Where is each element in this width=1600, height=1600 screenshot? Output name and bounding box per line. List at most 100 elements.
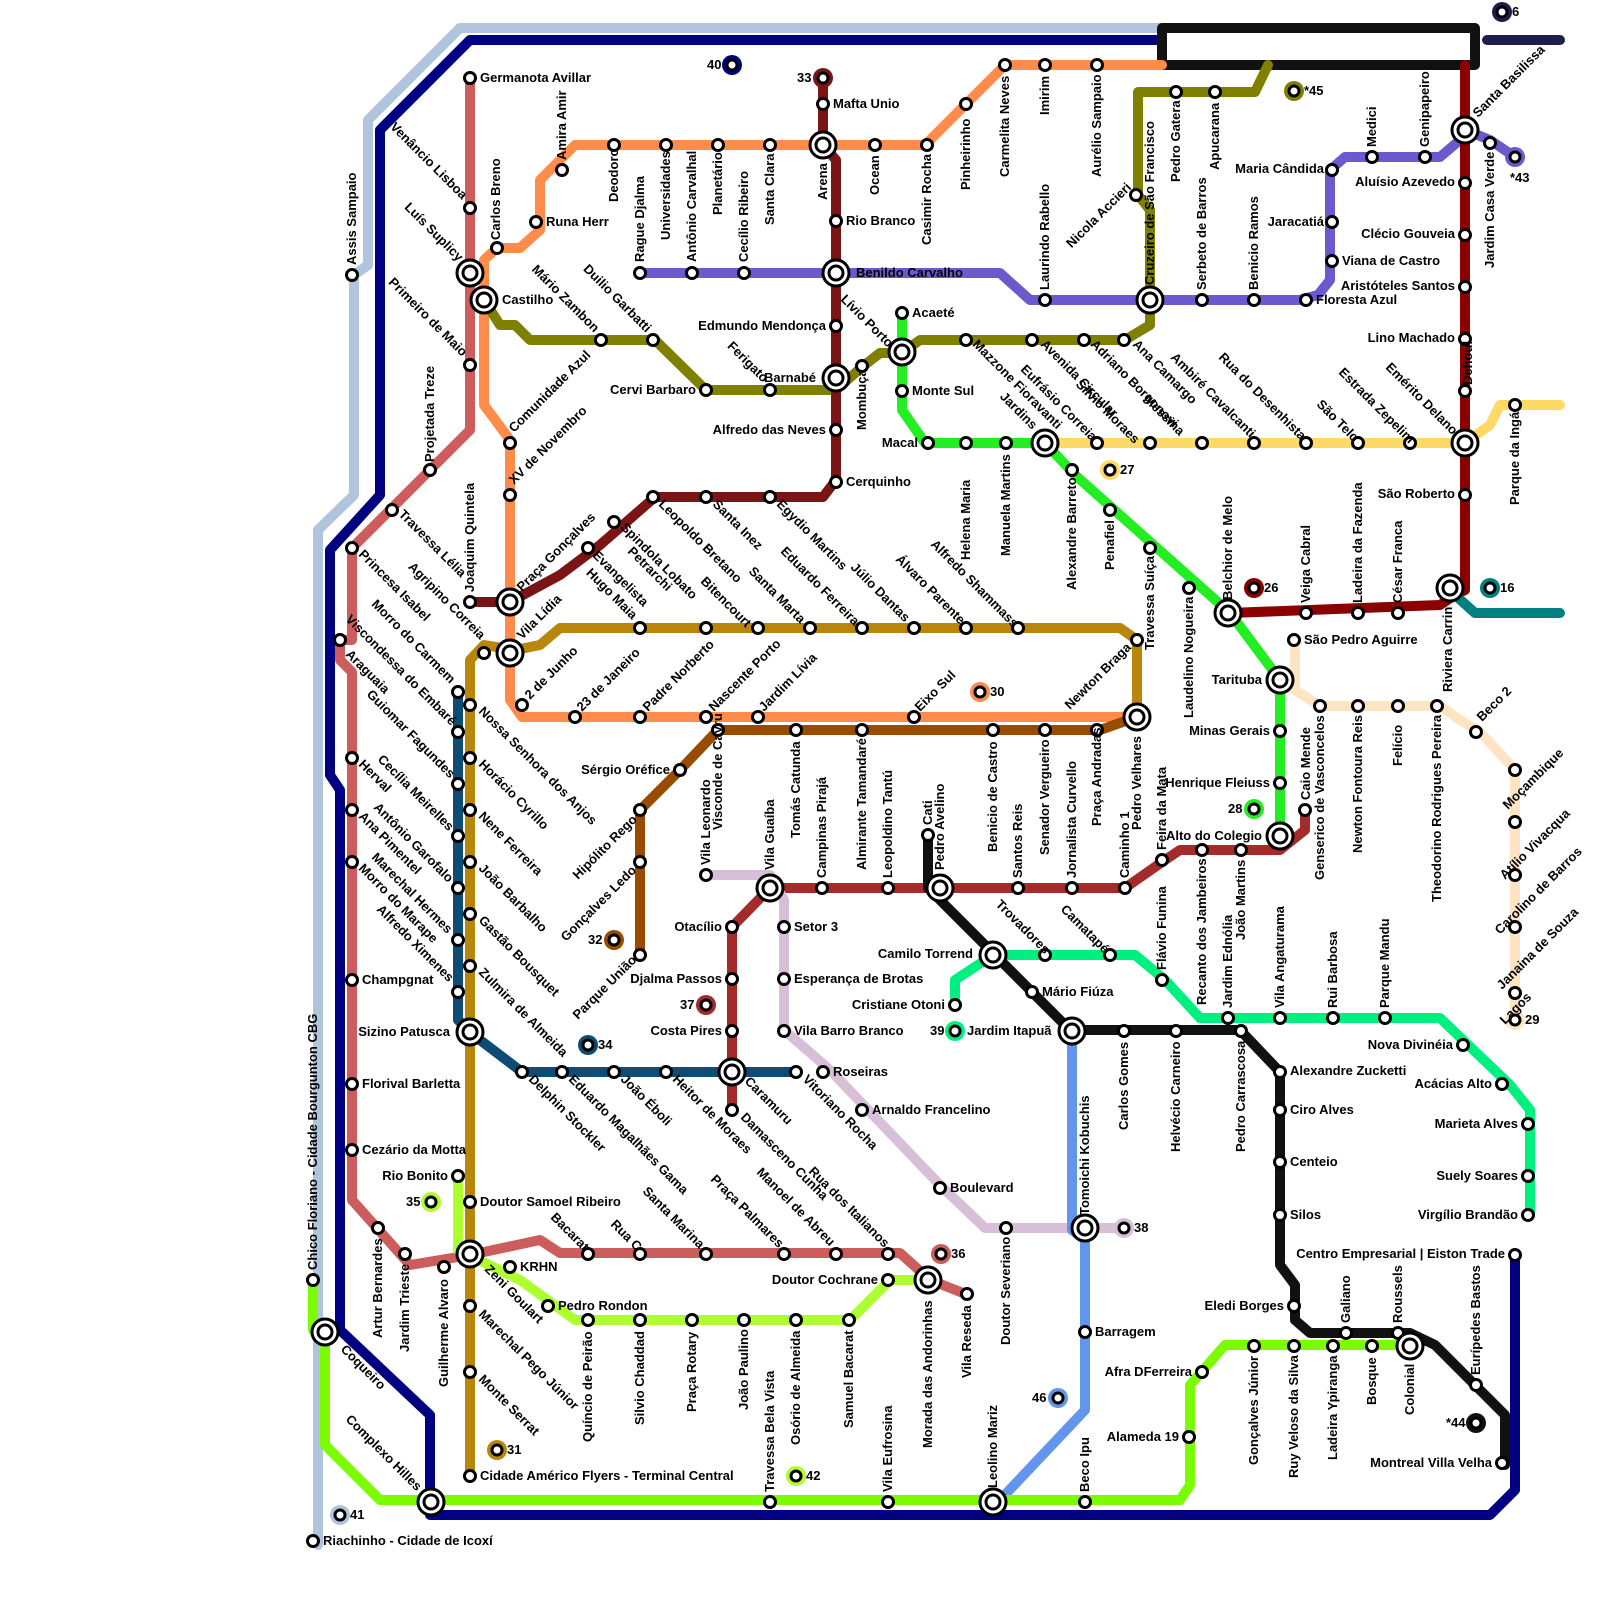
station-laudelino[interactable] <box>1184 583 1195 594</box>
station-doutor_severiano[interactable] <box>1001 1223 1012 1234</box>
station-ruy_veloso[interactable] <box>1289 1341 1300 1352</box>
station-maria_candida[interactable] <box>1327 165 1338 176</box>
station-hipolito[interactable] <box>635 805 646 816</box>
station-mazzone[interactable] <box>961 335 972 346</box>
station-eduardo_ferreira[interactable] <box>805 623 816 634</box>
station-aurelio[interactable] <box>1092 60 1103 71</box>
station-joao_martins[interactable] <box>1236 845 1247 856</box>
station-roseiras[interactable] <box>818 1067 829 1078</box>
station-genserico[interactable] <box>1300 805 1311 816</box>
interchange-vila_guaiba[interactable] <box>757 875 783 901</box>
station-carlos_breno[interactable] <box>492 243 503 254</box>
station-antonio_garofalo-st[interactable] <box>453 831 464 842</box>
station-mario_zambon[interactable] <box>596 335 607 346</box>
station-comunidade[interactable] <box>505 438 516 449</box>
station-horacio[interactable] <box>465 753 476 764</box>
station-samuel[interactable] <box>844 1315 855 1326</box>
station-floresta[interactable] <box>1301 295 1312 306</box>
interchange-jardins[interactable] <box>1032 430 1058 456</box>
station-antonio_carvalhal[interactable] <box>687 268 698 279</box>
station-felicio[interactable] <box>1393 701 1404 712</box>
station-benicio_castro[interactable] <box>988 725 999 736</box>
station-otacilio[interactable] <box>727 922 738 933</box>
station-beco2[interactable] <box>1471 727 1482 738</box>
station-costa_pires[interactable] <box>727 1026 738 1037</box>
interchange-caramuru-hub[interactable] <box>719 1059 745 1085</box>
station-pinheirinho[interactable] <box>961 99 972 110</box>
station-newton_fontoura[interactable] <box>1353 701 1364 712</box>
station-ana_pimentel[interactable] <box>347 805 358 816</box>
station-princesa[interactable] <box>347 543 358 554</box>
station-joao_paulino[interactable] <box>739 1315 750 1326</box>
station-sergio[interactable] <box>675 765 686 776</box>
station-doutor_cochrane[interactable] <box>883 1275 894 1286</box>
station-boulevard[interactable] <box>935 1183 946 1194</box>
marker-m44[interactable] <box>1466 1413 1486 1433</box>
station-aluisio[interactable] <box>1460 178 1471 189</box>
station-caio_mende[interactable] <box>1315 701 1326 712</box>
station-leopoldino[interactable] <box>883 883 894 894</box>
station-amira[interactable] <box>557 165 568 176</box>
station-cezario[interactable] <box>347 1145 358 1156</box>
station-ambire[interactable] <box>1197 438 1208 449</box>
station-riachinho[interactable] <box>308 1536 319 1547</box>
station-runa[interactable] <box>531 217 542 228</box>
station-santos_reis[interactable] <box>1013 883 1024 894</box>
station-travessa_bela[interactable] <box>765 1497 776 1508</box>
station-euripedes[interactable] <box>1471 1380 1482 1391</box>
station-florival[interactable] <box>347 1079 358 1090</box>
station-egydio[interactable] <box>765 492 776 503</box>
marker-m31[interactable] <box>487 1440 507 1460</box>
station-chico[interactable] <box>308 1275 319 1286</box>
station-jornalista[interactable] <box>1067 883 1078 894</box>
station-genipapeiro[interactable] <box>1420 152 1431 163</box>
station-pedro_gatera[interactable] <box>1171 87 1182 98</box>
station-planetario[interactable] <box>713 140 724 151</box>
marker-m16[interactable] <box>1480 578 1500 598</box>
station-morro_carmem[interactable] <box>453 687 464 698</box>
station-ladeira_ypiranga[interactable] <box>1328 1341 1339 1352</box>
station-marechal-st[interactable] <box>453 883 464 894</box>
station-recanto[interactable] <box>1197 845 1208 856</box>
marker-m40[interactable] <box>722 55 742 75</box>
station-praca_palmares[interactable] <box>779 1249 790 1260</box>
station-alfredo_sh[interactable] <box>961 623 972 634</box>
station-alexandre_zucketti[interactable] <box>1275 1067 1286 1078</box>
station-agripino[interactable] <box>479 648 490 659</box>
marker-m27[interactable] <box>1100 460 1120 480</box>
station-veiga[interactable] <box>1301 608 1312 619</box>
station-dehoul[interactable] <box>1460 386 1471 397</box>
station-rua_italianos[interactable] <box>883 1249 894 1260</box>
station-nene[interactable] <box>465 805 476 816</box>
station-casimir[interactable] <box>922 140 933 151</box>
marker-m35[interactable] <box>421 1192 441 1212</box>
station-aristoteles[interactable] <box>1460 282 1471 293</box>
station-rua_desenhista[interactable] <box>1249 438 1260 449</box>
station-vila_eufrosina[interactable] <box>883 1497 894 1508</box>
station-sao_pedro_aguirre[interactable] <box>1289 635 1300 646</box>
station-osorio[interactable] <box>791 1315 802 1326</box>
station-rague[interactable] <box>635 268 646 279</box>
station-helena[interactable] <box>961 438 972 449</box>
interchange-camilo[interactable] <box>980 942 1006 968</box>
station-cervi[interactable] <box>701 385 712 396</box>
station-medici[interactable] <box>1367 152 1378 163</box>
station-vitoriano[interactable] <box>791 1067 802 1078</box>
station-montreal[interactable] <box>1497 1458 1508 1469</box>
interchange-sizino[interactable] <box>457 1019 483 1045</box>
station-nova_divineia[interactable] <box>1458 1040 1469 1051</box>
station-imirim[interactable] <box>1040 60 1051 71</box>
marker-m45[interactable] <box>1284 81 1304 101</box>
station-doutor_samoel[interactable] <box>465 1197 476 1208</box>
station-tomas[interactable] <box>791 725 802 736</box>
station-helvecio[interactable] <box>1171 1026 1182 1037</box>
station-vila_barro[interactable] <box>779 1026 790 1037</box>
station-vila_reseda[interactable] <box>962 1289 973 1300</box>
station-eixo_sul[interactable] <box>909 712 920 723</box>
station-djalma_passos[interactable] <box>727 974 738 985</box>
station-serbeto[interactable] <box>1197 295 1208 306</box>
station-mafta[interactable] <box>818 99 829 110</box>
station-beco_ipu[interactable] <box>1080 1497 1091 1508</box>
marker-m37[interactable] <box>696 995 716 1015</box>
station-centeio[interactable] <box>1275 1157 1286 1168</box>
